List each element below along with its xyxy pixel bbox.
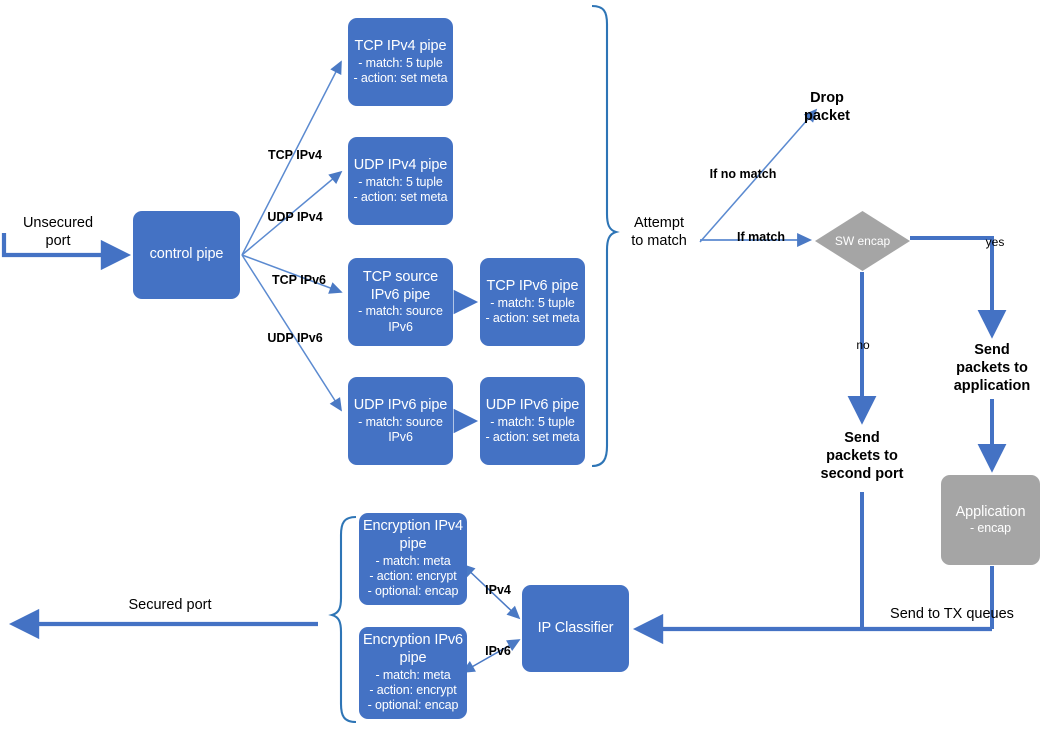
label-udp-ipv6: UDP IPv6 <box>267 331 323 345</box>
label-tcp-ipv4: TCP IPv4 <box>268 148 322 162</box>
brace-pipes-group <box>591 4 620 468</box>
udp-source-ipv6-pipe-match: - match: source <box>358 414 443 429</box>
node-udp-ipv4-pipe[interactable]: UDP IPv4 pipe - match: 5 tuple - action:… <box>348 137 453 225</box>
label-secured-port: Secured port <box>128 597 212 613</box>
udp-ipv6-pipe-match: - match: 5 tuple <box>490 414 575 429</box>
application-title: Application <box>955 503 1026 520</box>
udp-source-ipv6-pipe-match-cont: IPv6 <box>388 429 413 444</box>
node-tcp-ipv4-pipe[interactable]: TCP IPv4 pipe - match: 5 tuple - action:… <box>348 18 453 106</box>
encryption-ipv4-pipe-action: - action: encrypt <box>369 569 457 584</box>
label-send-to-application: Send packets to application <box>953 342 1031 395</box>
tcp-ipv6-pipe-title: TCP IPv6 pipe <box>486 277 579 294</box>
node-tcp-source-ipv6-pipe[interactable]: TCP source IPv6 pipe - match: source IPv… <box>348 258 453 346</box>
label-send-to-tx-queues: Send to TX queues <box>890 606 1014 622</box>
label-send-to-second-port: Send packets to second port <box>820 430 904 483</box>
node-udp-ipv6-pipe[interactable]: UDP IPv6 pipe - match: 5 tuple - action:… <box>480 377 585 465</box>
udp-ipv6-pipe-title: UDP IPv6 pipe <box>485 396 580 413</box>
arrow-yes-branch <box>910 236 1007 339</box>
encryption-ipv6-pipe-optional: - optional: encap <box>367 698 459 713</box>
label-yes: yes <box>985 235 1005 249</box>
tcp-ipv4-pipe-title: TCP IPv4 pipe <box>354 37 447 54</box>
node-tcp-ipv6-pipe[interactable]: TCP IPv6 pipe - match: 5 tuple - action:… <box>480 258 585 346</box>
encryption-ipv6-pipe-match: - match: meta <box>375 667 451 682</box>
udp-ipv6-pipe-action: - action: set meta <box>485 429 580 444</box>
node-encryption-ipv4-pipe[interactable]: Encryption IPv4 pipe - match: meta - act… <box>359 513 467 605</box>
control-pipe-title: control pipe <box>149 246 224 263</box>
tcp-ipv4-pipe-action: - action: set meta <box>353 70 448 85</box>
label-no: no <box>856 338 870 352</box>
node-application[interactable]: Application - encap <box>941 475 1040 565</box>
application-encap: - encap <box>970 521 1011 536</box>
encryption-ipv4-pipe-optional: - optional: encap <box>367 584 459 599</box>
label-attempt-to-match: Attempt to match <box>631 215 687 250</box>
udp-ipv4-pipe-match: - match: 5 tuple <box>358 174 443 189</box>
label-if-match: If match <box>737 230 785 244</box>
tcp-source-ipv6-pipe-title: TCP source IPv6 pipe <box>362 269 439 303</box>
label-if-no-match: If no match <box>709 167 777 181</box>
label-ipv4-branch: IPv4 <box>485 583 511 597</box>
tcp-ipv4-pipe-match: - match: 5 tuple <box>358 55 443 70</box>
node-sw-encap-decision[interactable]: SW encap <box>815 211 910 271</box>
label-tcp-ipv6: TCP IPv6 <box>272 273 326 287</box>
ip-classifier-title: IP Classifier <box>537 619 614 636</box>
node-control-pipe[interactable]: control pipe <box>133 211 240 299</box>
fanout-arrows <box>241 60 343 412</box>
encryption-ipv4-pipe-title: Encryption IPv4 pipe <box>362 518 464 553</box>
udp-ipv4-pipe-action: - action: set meta <box>353 189 448 204</box>
sw-encap-label: SW encap <box>834 234 891 248</box>
label-drop-packet: Drop packet <box>804 90 850 125</box>
encryption-ipv4-pipe-match: - match: meta <box>375 553 451 568</box>
tcp-source-ipv6-pipe-match-cont: IPv6 <box>388 319 413 334</box>
udp-ipv4-pipe-title: UDP IPv4 pipe <box>353 156 448 173</box>
tcp-ipv6-pipe-action: - action: set meta <box>485 310 580 325</box>
node-encryption-ipv6-pipe[interactable]: Encryption IPv6 pipe - match: meta - act… <box>359 627 467 719</box>
node-udp-source-ipv6-pipe[interactable]: UDP IPv6 pipe - match: source IPv6 <box>348 377 453 465</box>
brace-encryption-group <box>328 515 357 724</box>
label-unsecured-port: Unsecured port <box>22 215 94 250</box>
udp-source-ipv6-pipe-title: UDP IPv6 pipe <box>353 396 448 413</box>
tcp-ipv6-pipe-match: - match: 5 tuple <box>490 295 575 310</box>
encryption-ipv6-pipe-title: Encryption IPv6 pipe <box>362 632 464 667</box>
tcp-source-ipv6-pipe-match: - match: source <box>358 304 443 319</box>
node-ip-classifier[interactable]: IP Classifier <box>522 585 629 672</box>
label-ipv6-branch: IPv6 <box>485 644 511 658</box>
encryption-ipv6-pipe-action: - action: encrypt <box>369 683 457 698</box>
label-udp-ipv4: UDP IPv4 <box>267 210 323 224</box>
